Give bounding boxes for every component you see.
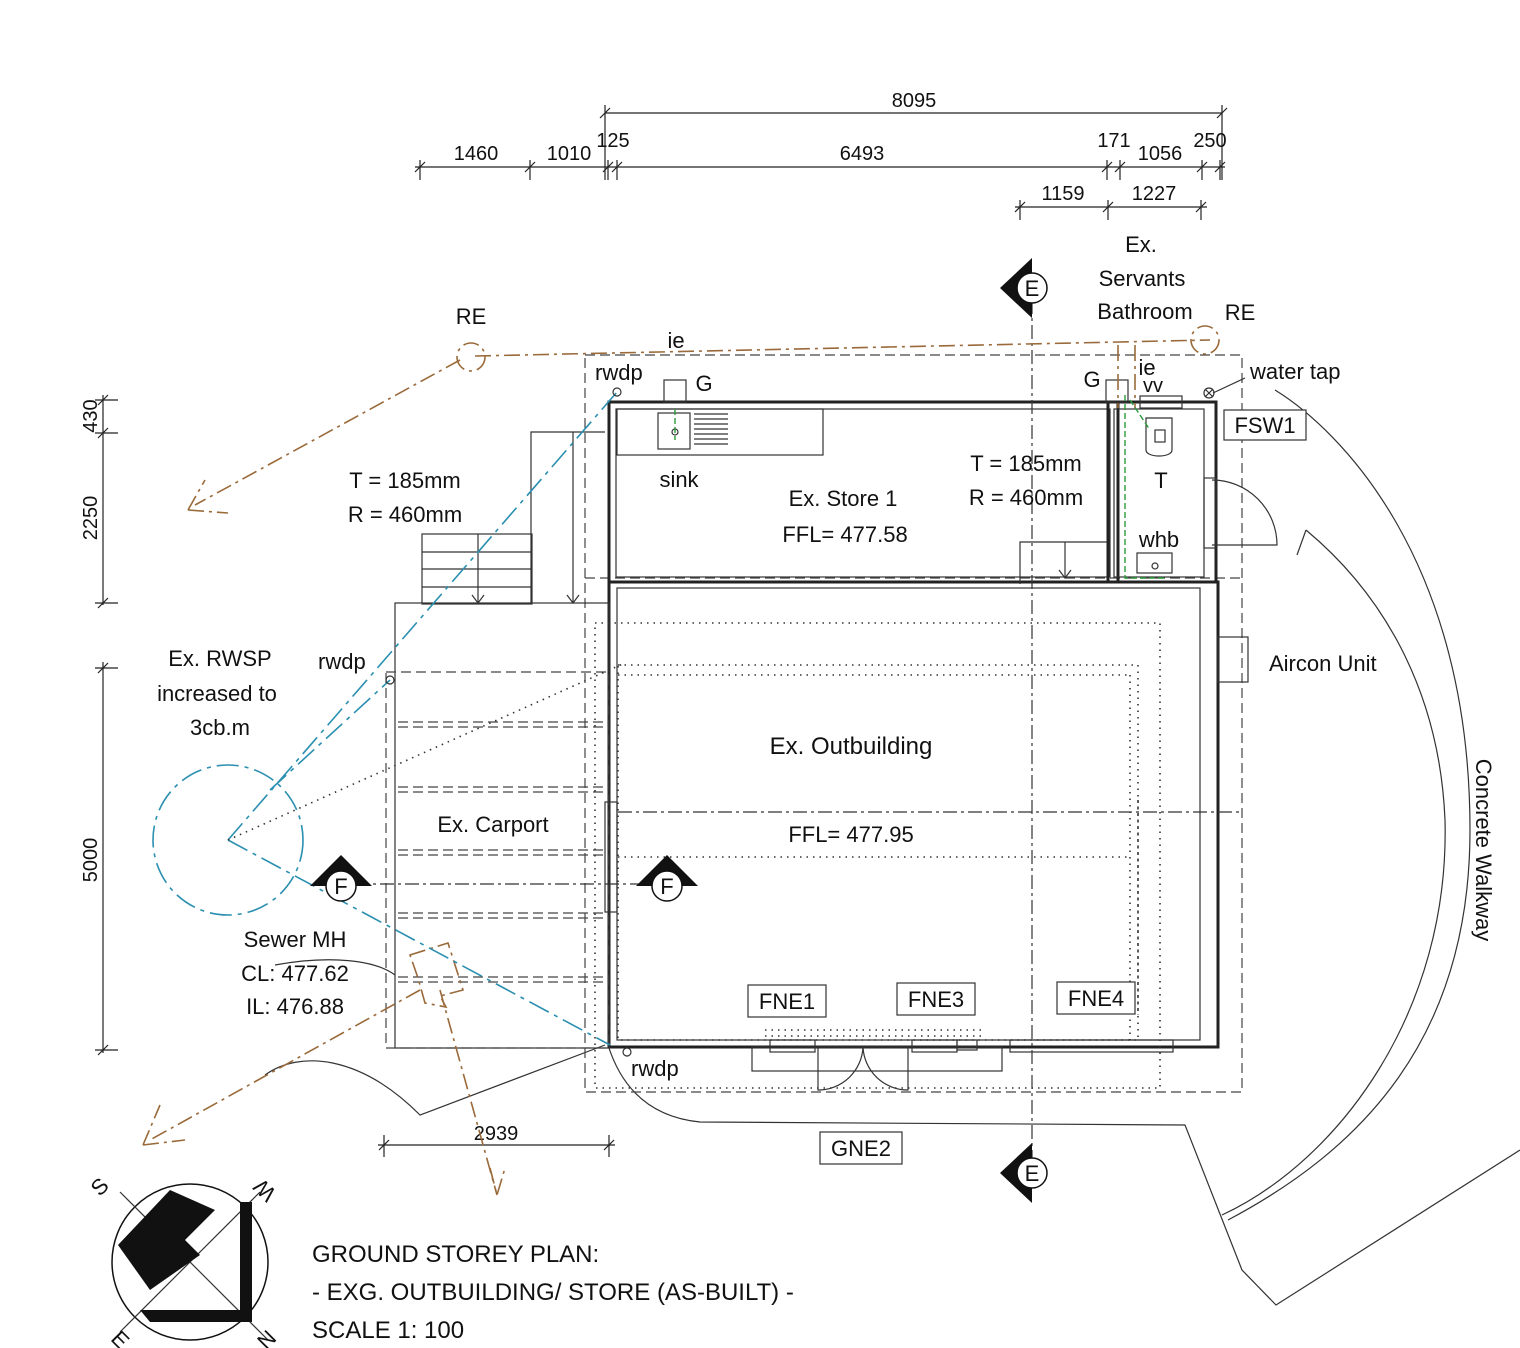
dim-left-5000: 5000 <box>80 838 102 883</box>
dim-bottom-2939: 2939 <box>474 1123 519 1145</box>
section-marker-f-right[interactable]: F <box>636 855 698 902</box>
rwdp-mid-label: rwdp <box>318 649 366 674</box>
toilet-label: T <box>1154 468 1167 493</box>
rwsp-line-2: increased to <box>157 681 277 706</box>
section-marker-e-top[interactable]: E <box>1000 258 1048 318</box>
tag-fne1[interactable]: FNE1 <box>747 984 827 1018</box>
store-name: Ex. Store 1 <box>789 486 898 511</box>
re-right-label: RE <box>1225 300 1256 325</box>
left-dimensions: 430 2250 5000 <box>80 394 118 1056</box>
bathroom-line-1: Ex. <box>1125 232 1157 257</box>
stair-left-r: R = 460mm <box>348 502 462 527</box>
section-f-left-label: F <box>334 874 347 899</box>
dim-sub-2: 1227 <box>1132 183 1177 205</box>
section-e-top-label: E <box>1025 276 1040 301</box>
service-labels: RE RE rwdp rwdp rwdp Ex. RWSP increased … <box>157 300 1255 1081</box>
room-labels: Ex. Store 1 FFL= 477.58 Ex. Outbuilding … <box>437 232 1192 847</box>
stair-right-t: T = 185mm <box>970 451 1081 476</box>
dim-seg-3: 125 <box>596 130 629 152</box>
aircon-label: Aircon Unit <box>1269 651 1377 676</box>
bottom-dimension: 2939 <box>378 1123 615 1157</box>
dim-left-430: 430 <box>80 399 102 432</box>
dim-seg-1: 1460 <box>454 143 499 165</box>
store-ffl: FFL= 477.58 <box>782 522 907 547</box>
water-tap-label: water tap <box>1249 359 1341 384</box>
g-right-label: G <box>1083 367 1100 392</box>
tag-fne3-label: FNE3 <box>908 987 964 1012</box>
sewer-line-2: CL: 477.62 <box>241 961 349 986</box>
sink-label: sink <box>659 467 699 492</box>
section-e-bottom-label: E <box>1025 1161 1040 1186</box>
dim-left-2250: 2250 <box>80 496 102 541</box>
title-line-3: SCALE 1: 100 <box>312 1317 464 1344</box>
g-left-label: G <box>695 371 712 396</box>
building-walls <box>385 354 1278 1093</box>
ie-right-label: ie <box>1138 355 1155 380</box>
tag-fne4[interactable]: FNE4 <box>1056 981 1136 1015</box>
rwdp-bottom-label: rwdp <box>631 1056 679 1081</box>
tag-fsw1-label: FSW1 <box>1234 413 1295 438</box>
dim-seg-2: 1010 <box>547 143 592 165</box>
top-dimensions: 8095 1460 1010 125 6493 171 1056 250 <box>414 90 1228 220</box>
compass-w: W <box>248 1174 281 1207</box>
carport-name: Ex. Carport <box>437 812 548 837</box>
compass-angle-icon <box>140 1202 252 1322</box>
section-f-right-label: F <box>660 874 673 899</box>
dim-seg-5: 171 <box>1097 130 1130 152</box>
title-line-1: GROUND STOREY PLAN: <box>312 1241 599 1268</box>
tag-fne3[interactable]: FNE3 <box>896 982 976 1016</box>
tag-gne2-label: GNE2 <box>831 1136 891 1161</box>
compass: S W E N <box>86 1173 281 1348</box>
title-line-2: - EXG. OUTBUILDING/ STORE (AS-BUILT) - <box>312 1279 794 1306</box>
fixture-labels: sink T whb vv ie ie G G water tap Aircon… <box>659 328 1496 941</box>
compass-e: E <box>106 1326 134 1348</box>
outbuilding-name: Ex. Outbuilding <box>770 733 933 760</box>
walkway-label: Concrete Walkway <box>1471 759 1496 942</box>
bathroom-line-3: Bathroom <box>1097 299 1192 324</box>
section-marker-e-bottom[interactable]: E <box>1000 1143 1048 1203</box>
dim-seg-4: 6493 <box>840 143 885 165</box>
dim-sub-1: 1159 <box>1041 183 1084 205</box>
section-marker-f-left[interactable]: F <box>310 855 372 902</box>
rwsp-line-3: 3cb.m <box>190 715 250 740</box>
re-left-label: RE <box>456 304 487 329</box>
sewer-line-1: Sewer MH <box>244 927 347 952</box>
compass-arrow-icon <box>118 1190 215 1290</box>
section-lines <box>355 300 1242 1165</box>
whb-label: whb <box>1138 527 1179 552</box>
tag-fne1-label: FNE1 <box>759 989 815 1014</box>
sewer-line-3: IL: 476.88 <box>246 994 344 1019</box>
tag-gne2[interactable]: GNE2 <box>819 1131 903 1165</box>
tag-fne4-label: FNE4 <box>1068 986 1124 1011</box>
vv-label: vv <box>1143 375 1163 397</box>
stair-left-t: T = 185mm <box>349 468 460 493</box>
rwsp-line-1: Ex. RWSP <box>168 646 272 671</box>
dim-seg-6: 1056 <box>1138 143 1183 165</box>
services-lines <box>142 325 1220 1198</box>
ie-left-label: ie <box>667 328 684 353</box>
title-block: GROUND STOREY PLAN: - EXG. OUTBUILDING/ … <box>312 1241 794 1344</box>
dim-seg-7: 250 <box>1193 130 1226 152</box>
outbuilding-ffl: FFL= 477.95 <box>788 822 913 847</box>
bathroom-line-2: Servants <box>1099 266 1186 291</box>
tag-fsw1[interactable]: FSW1 <box>1223 409 1307 441</box>
stair-labels: T = 185mm R = 460mm T = 185mm R = 460mm <box>348 451 1083 527</box>
compass-s: S <box>86 1173 114 1201</box>
stair-right-r: R = 460mm <box>969 485 1083 510</box>
rwdp-top-label: rwdp <box>595 360 643 385</box>
dim-overall: 8095 <box>892 90 937 112</box>
